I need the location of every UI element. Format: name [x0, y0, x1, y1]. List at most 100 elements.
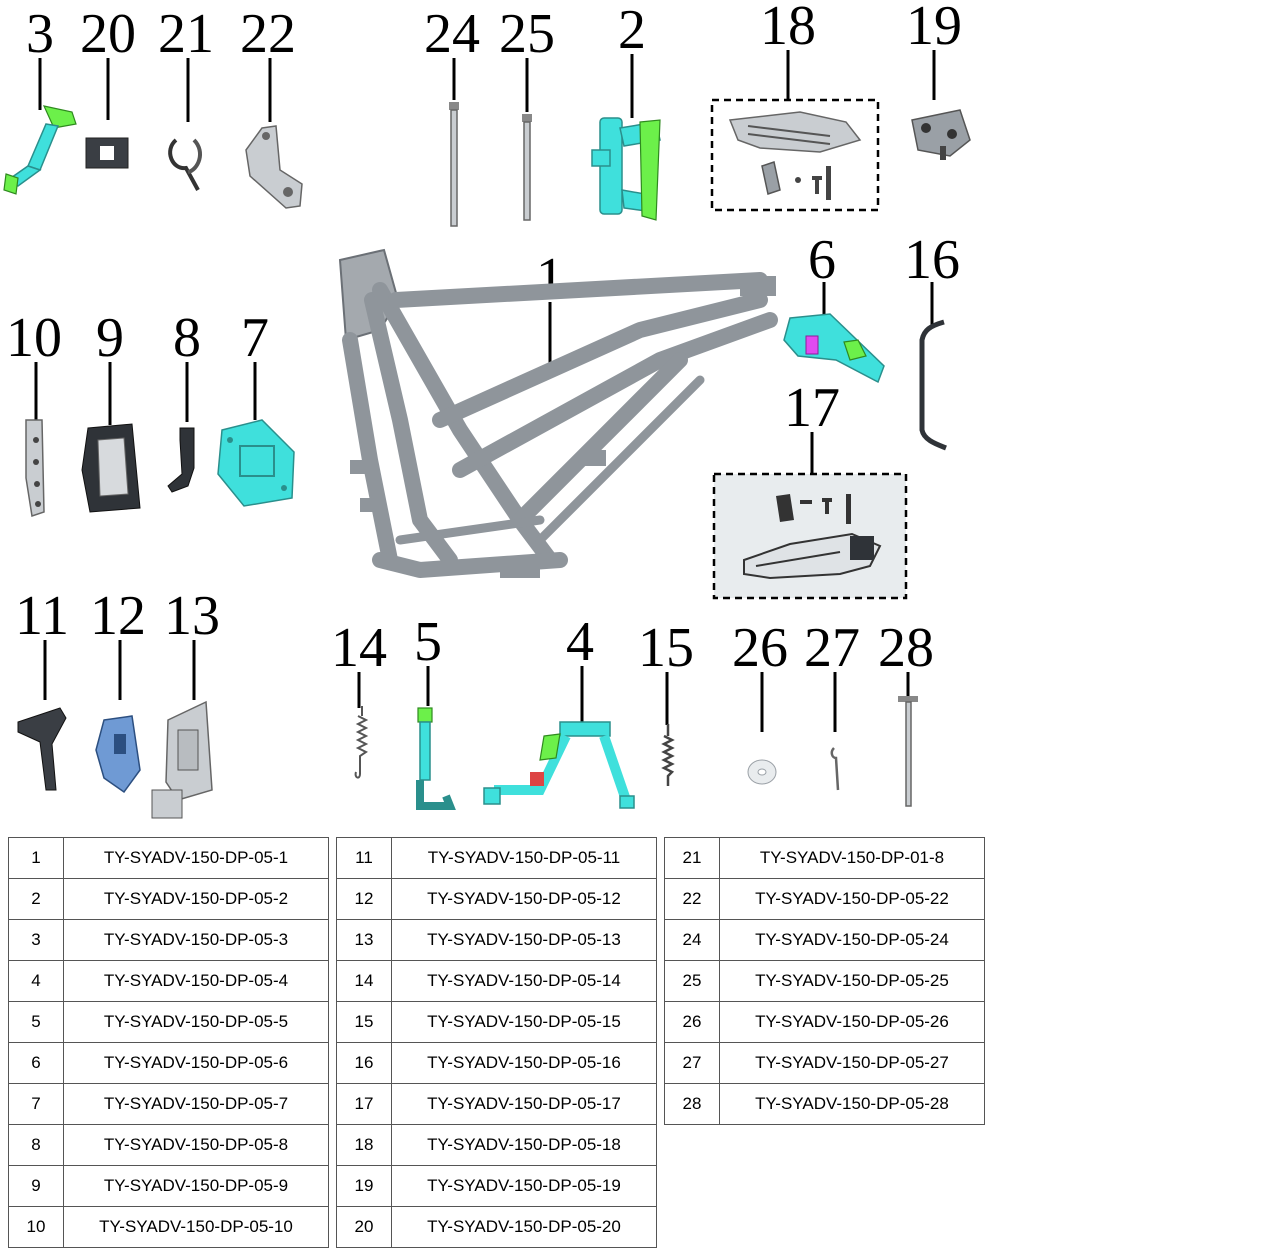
callout-3: 3 — [26, 3, 54, 110]
part-21-clip — [168, 138, 203, 191]
part-number-cell: 24 — [664, 919, 720, 961]
callout-20: 20 — [80, 3, 136, 120]
part-number-cell: 1 — [8, 837, 64, 879]
callout-19: 19 — [906, 0, 962, 100]
part-code-cell: TY-SYADV-150-DP-05-4 — [63, 960, 329, 1002]
callout-16: 16 — [904, 229, 960, 325]
callout-label: 26 — [732, 617, 788, 679]
part-27-cotter-pin — [830, 747, 840, 791]
part-code-cell: TY-SYADV-150-DP-05-11 — [391, 837, 657, 879]
part-number-cell: 17 — [336, 1083, 392, 1125]
callout-label: 24 — [424, 3, 480, 65]
callout-label: 3 — [26, 3, 54, 65]
part-11-bracket — [17, 707, 67, 791]
callout-14: 14 — [331, 617, 387, 708]
callout-10: 10 — [6, 307, 62, 422]
callout-6: 6 — [808, 229, 836, 322]
callout-label: 12 — [90, 585, 146, 647]
part-code-cell: TY-SYADV-150-DP-05-24 — [719, 919, 985, 961]
part-1-main-frame — [338, 248, 778, 578]
callout-5: 5 — [414, 611, 442, 706]
part-code-cell: TY-SYADV-150-DP-01-8 — [719, 837, 985, 879]
part-18-footpeg — [710, 98, 880, 212]
part-code-cell: TY-SYADV-150-DP-05-5 — [63, 1001, 329, 1043]
callout-label: 4 — [566, 611, 594, 673]
part-code-cell: TY-SYADV-150-DP-05-16 — [391, 1042, 657, 1084]
callout-label: 20 — [80, 3, 136, 65]
callout-label: 22 — [240, 3, 296, 65]
callout-label: 13 — [164, 585, 220, 647]
part-code-cell: TY-SYADV-150-DP-05-27 — [719, 1042, 985, 1084]
callout-label: 27 — [804, 617, 860, 679]
callout-2: 2 — [618, 0, 646, 118]
part-number-cell: 2 — [8, 878, 64, 920]
part-number-cell: 13 — [336, 919, 392, 961]
part-code-cell: TY-SYADV-150-DP-05-28 — [719, 1083, 985, 1125]
callout-label: 8 — [173, 307, 201, 369]
part-code-cell: TY-SYADV-150-DP-05-1 — [63, 837, 329, 879]
part-number-cell: 6 — [8, 1042, 64, 1084]
exploded-parts-diagram: 3 20 21 22 24 25 2 18 19 10 9 8 — [3, 0, 971, 819]
callout-label: 14 — [331, 617, 387, 679]
part-number-cell: 11 — [336, 837, 392, 879]
part-number-cell: 5 — [8, 1001, 64, 1043]
callout-label: 21 — [158, 3, 214, 65]
callout-11: 11 — [15, 585, 69, 700]
callout-label: 10 — [6, 307, 62, 369]
callout-26: 26 — [732, 617, 788, 732]
callout-label: 25 — [499, 3, 555, 65]
part-number-cell: 8 — [8, 1124, 64, 1166]
part-number-cell: 9 — [8, 1165, 64, 1207]
callout-label: 2 — [618, 0, 646, 61]
part-code-cell: TY-SYADV-150-DP-05-10 — [63, 1206, 329, 1248]
part-number-cell: 18 — [336, 1124, 392, 1166]
part-code-cell: TY-SYADV-150-DP-05-9 — [63, 1165, 329, 1207]
callout-label: 16 — [904, 229, 960, 291]
callout-label: 9 — [96, 307, 124, 369]
part-code-cell: TY-SYADV-150-DP-05-26 — [719, 1001, 985, 1043]
callout-17: 17 — [784, 377, 840, 475]
part-5-side-stand — [416, 707, 456, 810]
callout-12: 12 — [90, 585, 146, 700]
part-16-rod — [919, 319, 947, 451]
callout-13: 13 — [164, 585, 220, 700]
callout-9: 9 — [96, 307, 124, 425]
part-number-cell: 4 — [8, 960, 64, 1002]
part-17-footpeg — [712, 472, 908, 600]
part-19-bracket — [911, 109, 971, 160]
callout-25: 25 — [499, 3, 555, 112]
part-20-plate — [85, 137, 129, 169]
part-3-bracket — [3, 105, 77, 195]
part-2-bracket — [591, 117, 661, 221]
part-7-plate — [217, 419, 295, 507]
part-code-cell: TY-SYADV-150-DP-05-2 — [63, 878, 329, 920]
part-code-cell: TY-SYADV-150-DP-05-22 — [719, 878, 985, 920]
callout-label: 5 — [414, 611, 442, 673]
part-code-cell: TY-SYADV-150-DP-05-13 — [391, 919, 657, 961]
part-13-assembly — [151, 700, 213, 819]
part-number-cell: 22 — [664, 878, 720, 920]
callout-18: 18 — [760, 0, 816, 100]
part-code-cell: TY-SYADV-150-DP-05-17 — [391, 1083, 657, 1125]
callout-label: 17 — [784, 377, 840, 439]
callout-27: 27 — [804, 617, 860, 732]
part-25-bolt — [522, 114, 532, 221]
part-code-cell: TY-SYADV-150-DP-05-19 — [391, 1165, 657, 1207]
